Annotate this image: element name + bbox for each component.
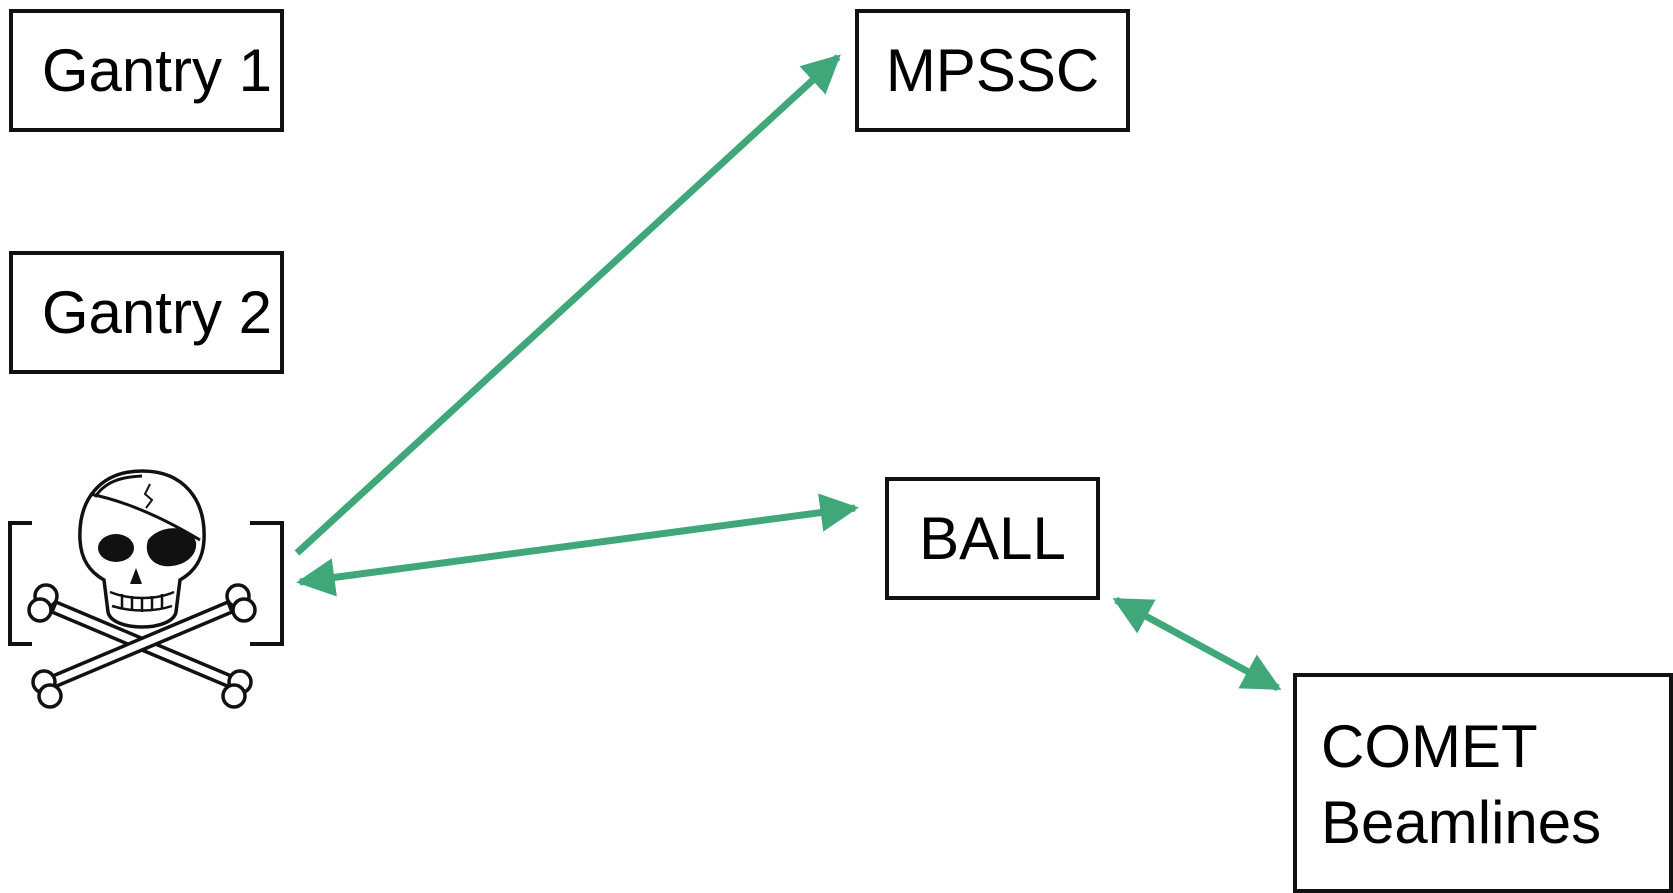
- comet-label-line1: COMET: [1321, 713, 1538, 780]
- mpssc-node: MPSSC: [855, 9, 1130, 132]
- ball-node: BALL: [885, 477, 1100, 600]
- comet-label-line2: Beamlines: [1321, 789, 1602, 856]
- gantry-1-label: Gantry 1: [41, 36, 272, 104]
- edge-skull-ball: [296, 493, 859, 597]
- left-bracket: [8, 521, 32, 646]
- gantry-2-label: Gantry 2: [41, 278, 272, 346]
- ball-label: BALL: [919, 504, 1066, 572]
- edge-skull-to-mpssc: [294, 54, 841, 556]
- right-bracket: [250, 521, 284, 646]
- mpssc-label: MPSSC: [885, 36, 1100, 104]
- gantry-1-node: Gantry 1: [9, 9, 284, 132]
- skull-crossbones-icon: [8, 469, 284, 709]
- gantry-2-node: Gantry 2: [9, 251, 284, 374]
- edge-ball-comet: [1112, 596, 1282, 692]
- comet-beamlines-node: COMET Beamlines: [1293, 673, 1673, 893]
